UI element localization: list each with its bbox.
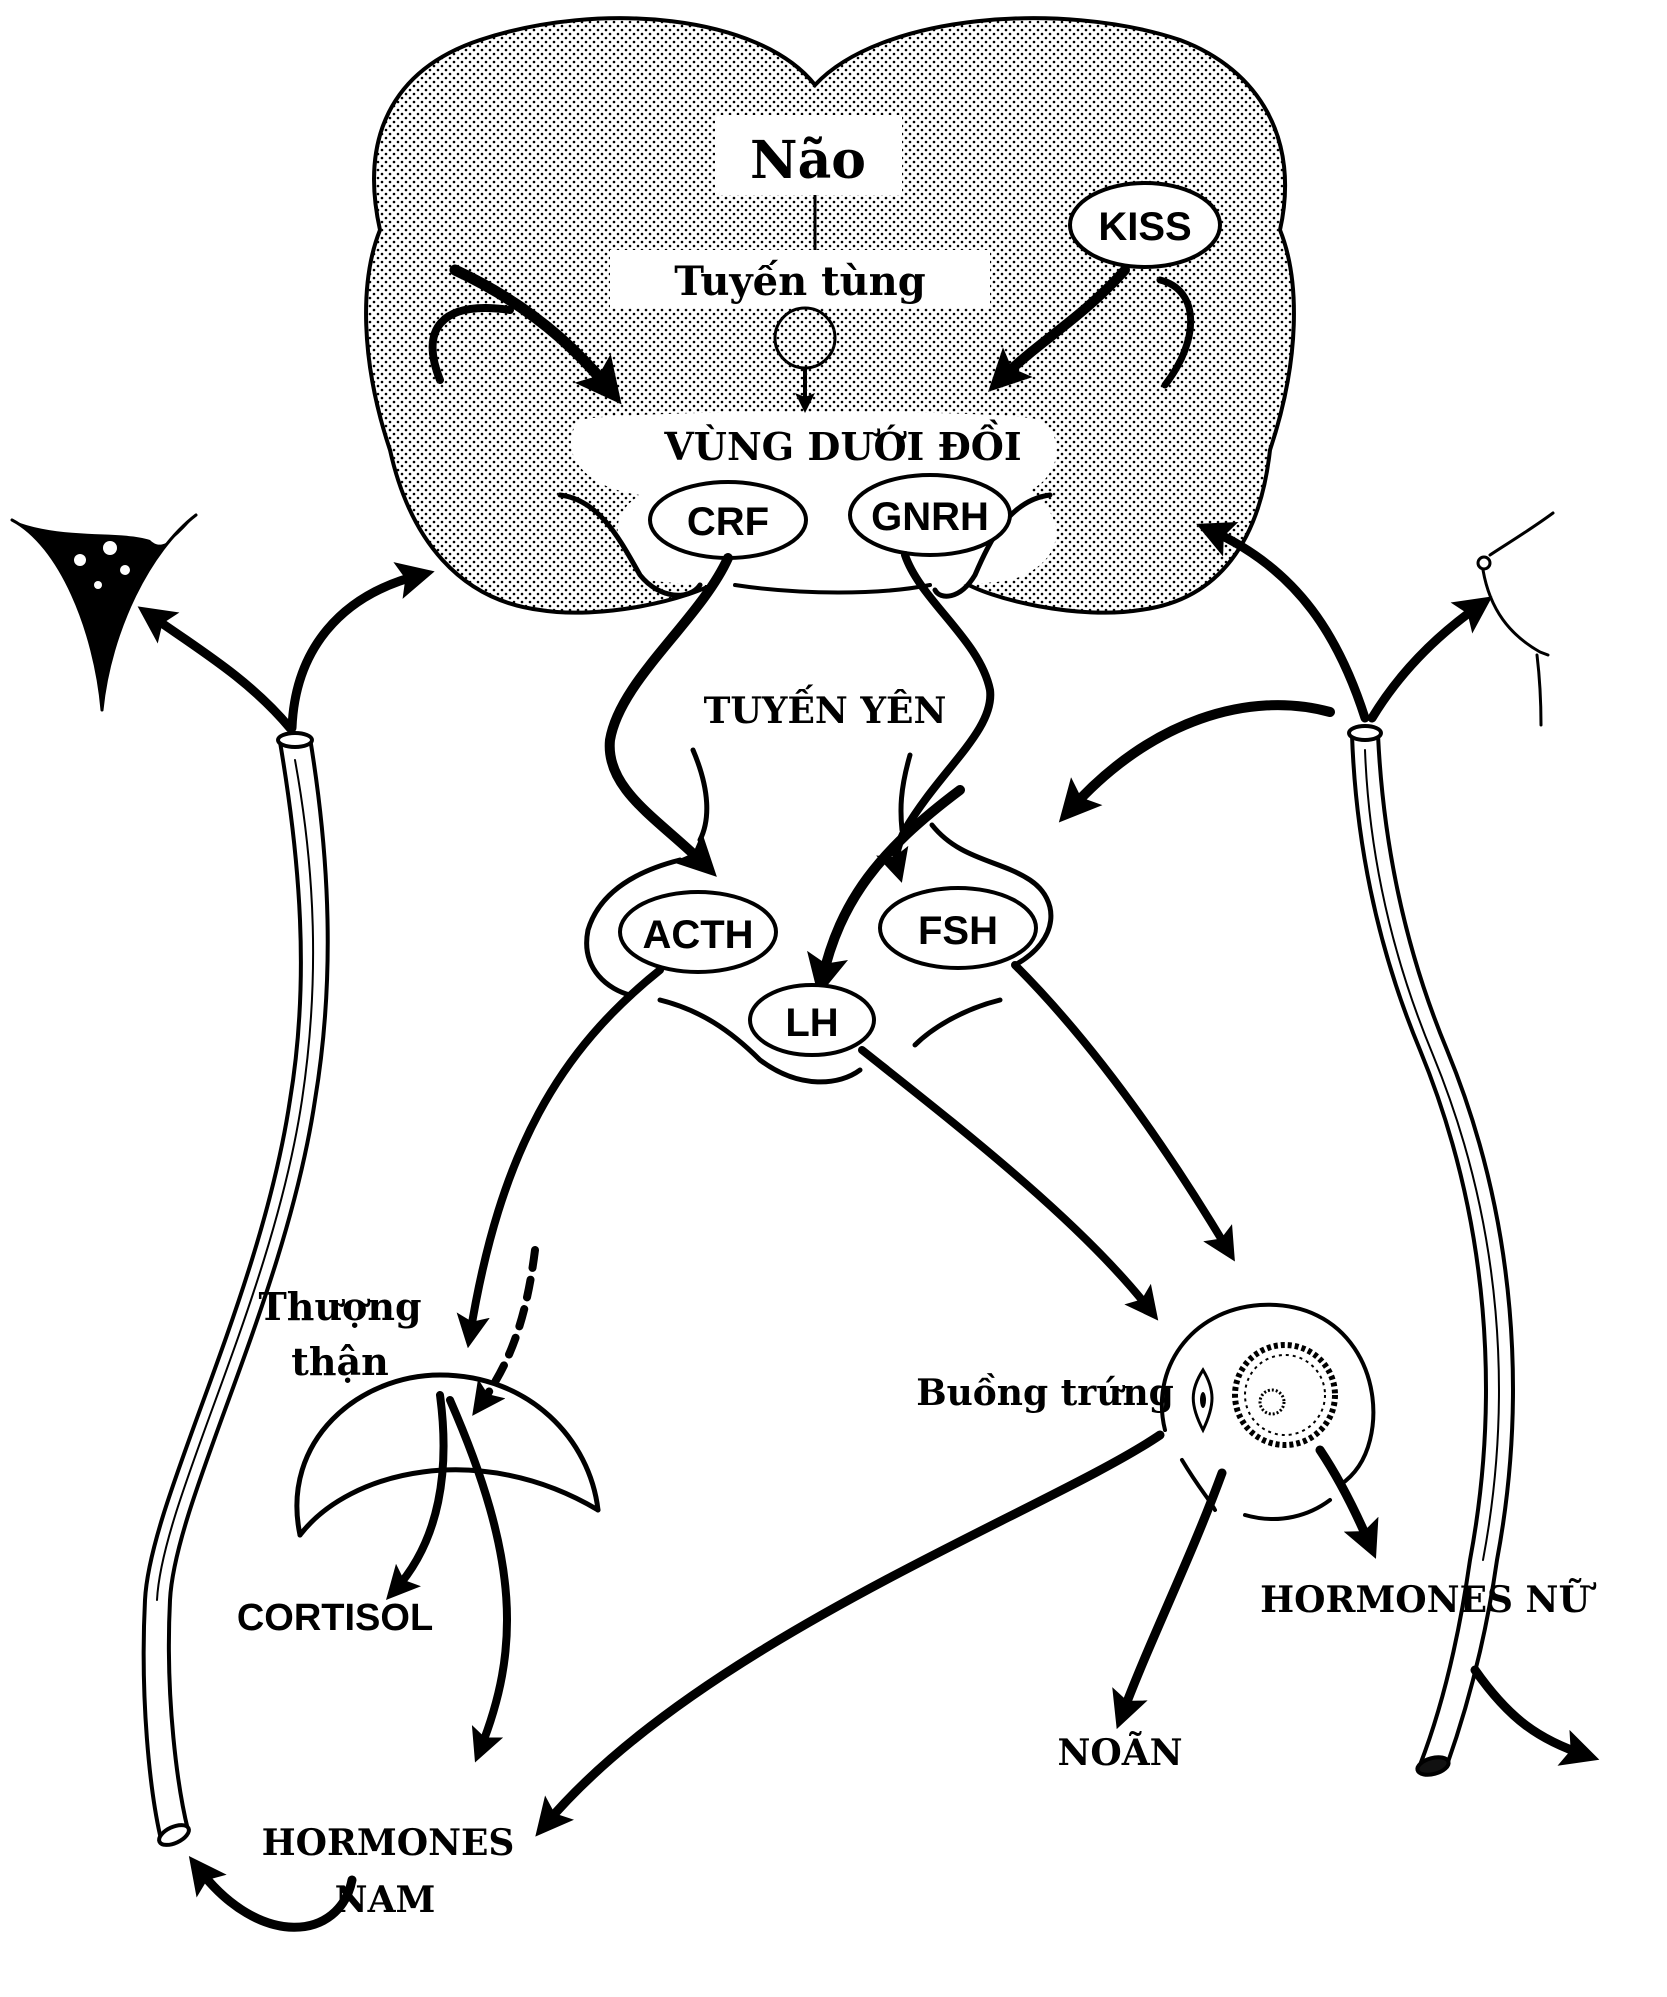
brain-left-arrow [449,264,622,405]
kiss-loop-line [1156,276,1195,389]
hypothalamus-label: VÙNG DƯỚI ĐỒI [663,420,1021,469]
acth-to-adrenal-arrow [456,966,664,1349]
male-hormones-label-line1: HORMONES [262,1822,515,1864]
crf-to-acth-arrow [604,553,733,877]
crf-label: CRF [687,500,769,544]
ovary-label: Buồng trứng [916,1372,1174,1414]
acth-label: ACTH [642,913,753,957]
breast-icon [1476,511,1555,727]
gnrh-to-lh-arrow [807,785,965,997]
vessel-to-pituitary-arrow [1058,700,1335,823]
brain [364,16,1296,615]
adrenal-gland-icon [294,1372,601,1538]
vessel-to-pubic-hair-arrow [137,606,295,733]
cortisol-label: CORTISOL [237,1597,433,1639]
adrenal-to-male-hormones-arrow [446,1396,511,1763]
lh-bubble [748,983,876,1057]
pituitary-stalk-left [690,747,710,843]
gnrh-label: GNRH [871,495,989,539]
acth-bubble [618,890,778,974]
ovary-to-male-hormones-arrow [535,1430,1165,1837]
female-hormones-to-vessel-arrow [1470,1665,1600,1766]
vessel-to-brain-left-arrow [287,562,435,733]
female-hormones-label: HORMONES NỮ [1260,1579,1596,1621]
ovary-to-egg-arrow [1112,1468,1227,1730]
pituitary-stalk-right [898,752,913,833]
lh-to-ovary-arrow [858,1046,1159,1321]
fsh-bubble [878,886,1038,970]
pituitary-body [584,822,1054,1085]
pubic-hair-icon [10,513,198,712]
blood-vessel-right-icon [1347,724,1515,1777]
ovary-icon [1159,1302,1376,1522]
vessel-to-brain-right-arrow [1196,521,1370,723]
pituitary-label: TUYẾN YÊN [704,685,947,732]
kiss-bubble [1068,181,1222,269]
gnrh-bubble [848,473,1012,557]
blood-vessel-left-icon [141,731,330,1847]
vessel-to-breast-arrow [1367,596,1493,723]
fsh-to-ovary-arrow [1011,961,1235,1262]
adrenal-label-line1: Thượng [258,1284,421,1329]
adrenal-label-line2: thận [291,1339,388,1384]
brain-label-bg [715,115,902,195]
brain-left-loop-line [428,304,514,384]
egg-label: NOÃN [1057,1732,1182,1774]
pineal-label-bg [610,250,990,308]
kiss-label: KISS [1098,205,1191,249]
fsh-label: FSH [918,909,998,953]
male-hormones-to-vessel-arrow [188,1855,357,1932]
pineal-label: Tuyến tùng [674,258,926,305]
brain-label: Não [750,130,866,191]
lh-label: LH [785,1001,838,1045]
adrenal-to-cortisol-arrow [386,1391,448,1600]
kiss-arrow [988,265,1130,392]
ovary-to-female-hormones-arrow [1315,1445,1379,1559]
dashed-arrow-to-adrenal [472,1246,539,1416]
